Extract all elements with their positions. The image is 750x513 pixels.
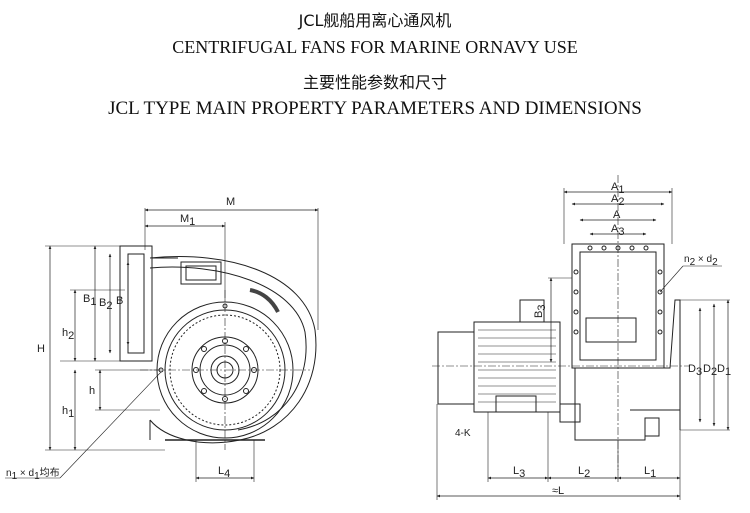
dim-label-M1: M1	[180, 213, 195, 228]
side-view	[432, 175, 730, 500]
title-cn-line2: 主要性能参数和尺寸	[302, 73, 447, 92]
inlet-cone	[640, 299, 681, 430]
dim-label-B3: B3	[533, 305, 548, 318]
dim-label-D1: D1	[717, 363, 731, 378]
front-view	[5, 208, 319, 482]
dim-label-L: ≈L	[552, 485, 564, 497]
dim-label-H: H	[37, 343, 45, 355]
dim-label-B1: B1	[83, 293, 96, 308]
dim-label-L2: L2	[578, 465, 590, 480]
dim-label-D2: D2	[703, 363, 717, 378]
dim-label-L4: L4	[218, 465, 230, 480]
outlet-inner	[127, 253, 145, 354]
hole-pattern-note: n1 × d1均布	[6, 467, 60, 482]
coupling	[559, 403, 581, 423]
section-label-4K: 4-K	[455, 428, 471, 439]
nameplate-window	[180, 261, 222, 285]
dim-label-h2: h2	[62, 327, 74, 342]
rotation-arrow	[249, 288, 280, 313]
title-cn-line1: JCL舰船用离心通风机	[298, 11, 452, 30]
title-en-line1: CENTRIFUGAL FANS FOR MARINE ORNAVY USE	[172, 37, 578, 57]
outlet-flange	[119, 245, 153, 362]
motor-feet	[495, 395, 537, 413]
dim-label-h1: h1	[62, 405, 74, 420]
motor-body	[473, 321, 561, 413]
bolt-holes	[158, 303, 257, 402]
flange-hole-note: n2 × d2	[684, 254, 718, 268]
dim-label-A2: A2	[611, 193, 624, 208]
motor-end-cap	[437, 331, 475, 405]
scroll-casing	[149, 256, 317, 444]
dim-label-A: A	[613, 209, 621, 221]
dim-label-D3: D3	[688, 363, 702, 378]
dim-label-B2: B2	[99, 297, 112, 312]
dim-label-A1: A1	[611, 181, 624, 196]
dim-label-B: B	[116, 295, 123, 307]
motor-cooling-fins	[478, 329, 556, 403]
dim-label-A3: A3	[611, 223, 624, 238]
dim-label-L1: L1	[644, 465, 656, 480]
title-en-line2: JCL TYPE MAIN PROPERTY PARAMETERS AND DI…	[108, 98, 642, 119]
dim-label-M: M	[226, 196, 235, 208]
dim-label-L3: L3	[513, 465, 525, 480]
outlet-opening	[585, 317, 637, 343]
dim-label-h: h	[89, 385, 95, 397]
